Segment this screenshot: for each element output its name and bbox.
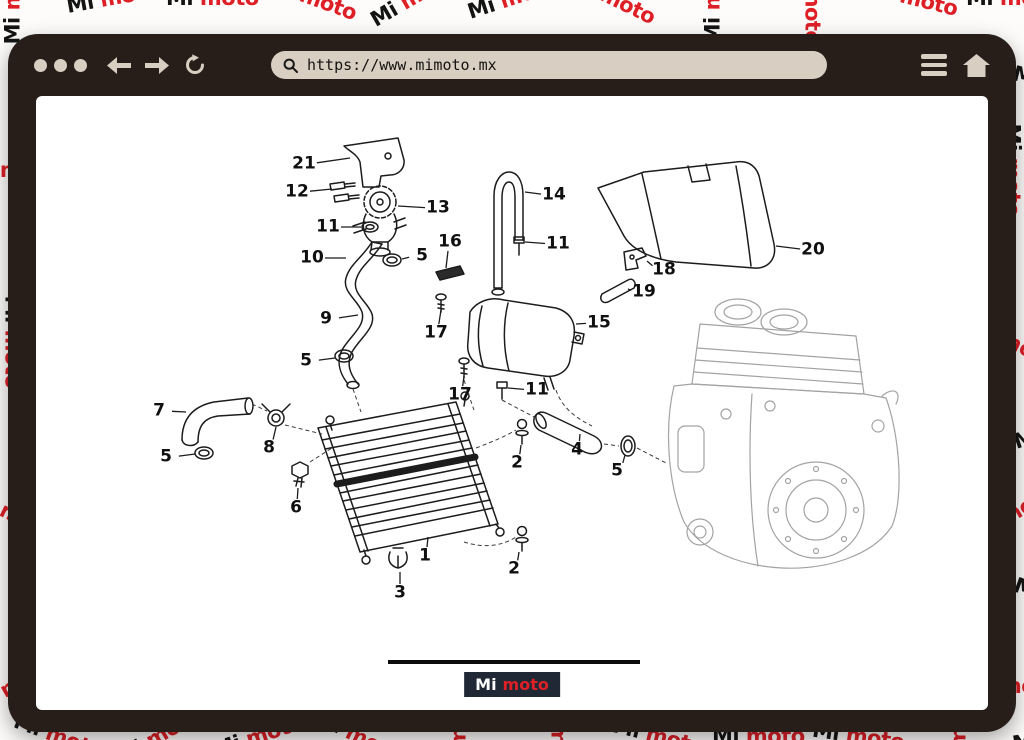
address-bar[interactable]: https://www.mimoto.mx (271, 51, 827, 79)
part-label-3: 3 (394, 582, 406, 603)
assembly-dashed-lines (251, 379, 669, 547)
part-label-21: 21 (292, 153, 316, 174)
part-label-18: 18 (652, 259, 676, 280)
background-logo: Mi moto (864, 0, 961, 21)
footer-logo: Mi moto (464, 672, 560, 698)
part-label-2: 2 (508, 558, 520, 579)
part-label-11: 11 (546, 233, 570, 254)
footer-divider (388, 660, 640, 664)
part-label-4: 4 (571, 439, 583, 460)
parts-diagram-drawing (171, 137, 900, 584)
part-label-6: 6 (290, 497, 302, 518)
part-label-5: 5 (160, 446, 172, 467)
background-logo: Mi moto (464, 0, 561, 24)
part-label-20: 20 (801, 239, 825, 260)
background-logo: Mi moto (1011, 716, 1024, 740)
part-label-9: 9 (320, 308, 332, 329)
browser-frame: https://www.mimoto.mx (8, 34, 1016, 732)
part-label-13: 13 (426, 197, 450, 218)
window-controls (34, 58, 87, 72)
home-icon (963, 53, 990, 77)
part-label-16: 16 (438, 231, 462, 252)
background-logo: Mi moto (166, 0, 259, 10)
part-label-17: 17 (424, 322, 448, 343)
forward-arrow-icon (145, 56, 169, 74)
part-label-7: 7 (153, 400, 165, 421)
part-label-14: 14 (542, 184, 566, 205)
background-logo: Mi moto (565, 0, 660, 30)
search-icon (283, 58, 298, 73)
refresh-button[interactable] (181, 54, 209, 76)
radiator-drawing (317, 391, 505, 565)
engine-drawing (667, 298, 900, 569)
part-label-8: 8 (263, 437, 275, 458)
url-text[interactable]: https://www.mimoto.mx (307, 56, 497, 74)
back-button[interactable] (105, 54, 133, 76)
window-control-dot[interactable] (74, 58, 87, 72)
part-label-5: 5 (300, 350, 312, 371)
part-label-1: 1 (419, 545, 431, 566)
hoses-drawing (181, 241, 636, 460)
part-label-11: 11 (316, 216, 340, 237)
home-button[interactable] (963, 53, 990, 77)
menu-button[interactable] (921, 54, 947, 76)
footer-logo-moto: moto (502, 675, 549, 694)
part-label-11: 11 (525, 379, 549, 400)
background-logo: Mi moto (265, 0, 361, 26)
part-label-5: 5 (611, 460, 623, 481)
reservoir-tank-drawing (466, 171, 585, 391)
part-label-15: 15 (587, 312, 611, 333)
window-control-dot[interactable] (54, 58, 67, 72)
hamburger-icon (921, 54, 947, 59)
background-logo: Mi moto (64, 0, 160, 18)
part-label-10: 10 (300, 247, 324, 268)
forward-button[interactable] (143, 54, 171, 76)
background-logo: Mi moto (966, 0, 1024, 10)
refresh-icon (186, 54, 204, 74)
back-arrow-icon (107, 56, 131, 74)
part-label-5: 5 (416, 245, 428, 266)
browser-topbar: https://www.mimoto.mx (8, 34, 1016, 96)
fasteners-drawing (291, 236, 529, 569)
radiator-cap-drawing (329, 137, 407, 257)
window-control-dot[interactable] (34, 58, 47, 72)
part-label-19: 19 (632, 281, 656, 302)
background-logo: Mi moto (366, 0, 458, 32)
part-label-17: 17 (448, 384, 472, 405)
part-label-12: 12 (285, 181, 309, 202)
side-panel-drawing (597, 160, 776, 304)
leader-lines (171, 157, 801, 584)
footer-logo-mi: Mi (475, 675, 497, 694)
part-label-2: 2 (511, 452, 523, 473)
